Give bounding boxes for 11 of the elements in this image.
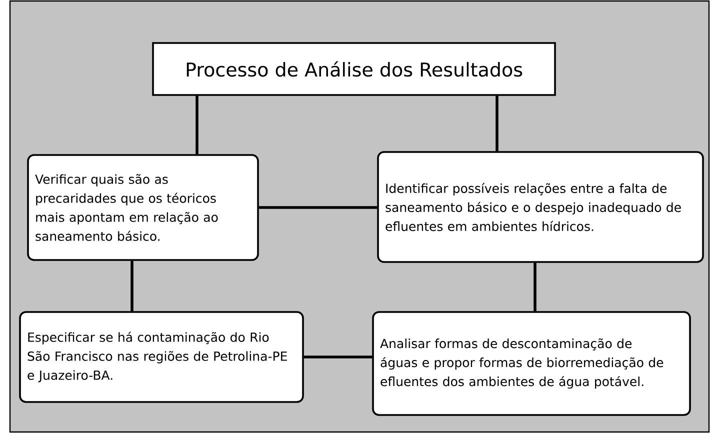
title-box: Processo de Análise dos Resultados <box>152 42 556 96</box>
connector-line <box>534 262 536 312</box>
connector-line <box>130 260 134 312</box>
connector-line <box>496 96 498 152</box>
process-box: Identificar possíveis relações entre a falta de saneamento básico e o despejo inadequado de efluentes em ambientes hídricos. <box>377 151 704 263</box>
connector-line <box>258 206 378 209</box>
connector-line <box>196 96 198 154</box>
process-box: Especificar se há contaminação do Rio São Francisco nas regiões de Petrolina-PE e Juazeiro-BA. <box>19 311 304 403</box>
process-box: Verificar quais são as precaridades que os téoricos mais apontam em relação ao saneamento básico. <box>27 154 259 261</box>
process-box: Analisar formas de descontaminação de águas e propor formas de biorremediação de efluentes dos ambientes de água potável. <box>372 311 691 416</box>
connector-line <box>304 356 372 358</box>
